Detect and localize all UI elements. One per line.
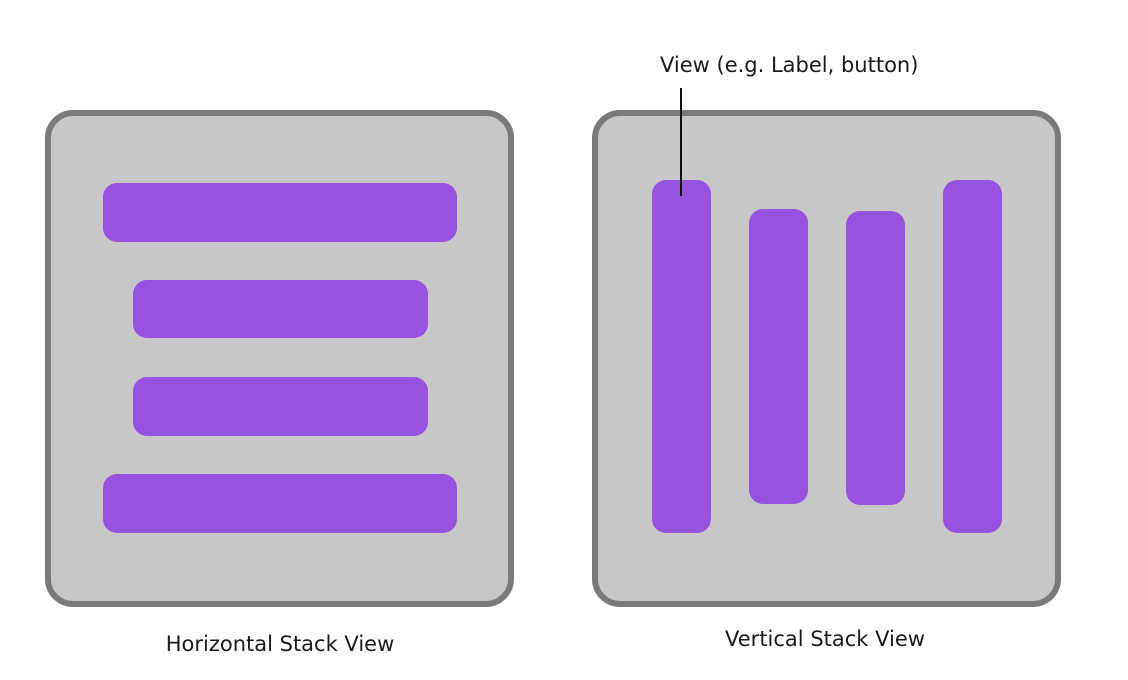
stack-item-bar <box>103 474 457 533</box>
vertical-stack-caption: Vertical Stack View <box>725 627 925 651</box>
stack-item-bar <box>943 180 1002 533</box>
vertical-stack-container <box>592 110 1061 607</box>
horizontal-stack-container <box>45 110 514 607</box>
stack-item-bar <box>133 280 428 338</box>
view-annotation-label: View (e.g. Label, button) <box>660 53 919 77</box>
stack-item-bar <box>846 211 905 505</box>
stack-item-bar <box>133 377 428 436</box>
stack-item-bar <box>652 180 711 533</box>
stack-item-bar <box>103 183 457 242</box>
horizontal-stack-caption: Horizontal Stack View <box>165 632 395 656</box>
annotation-pointer-line <box>680 88 682 196</box>
stack-item-bar <box>749 209 808 504</box>
